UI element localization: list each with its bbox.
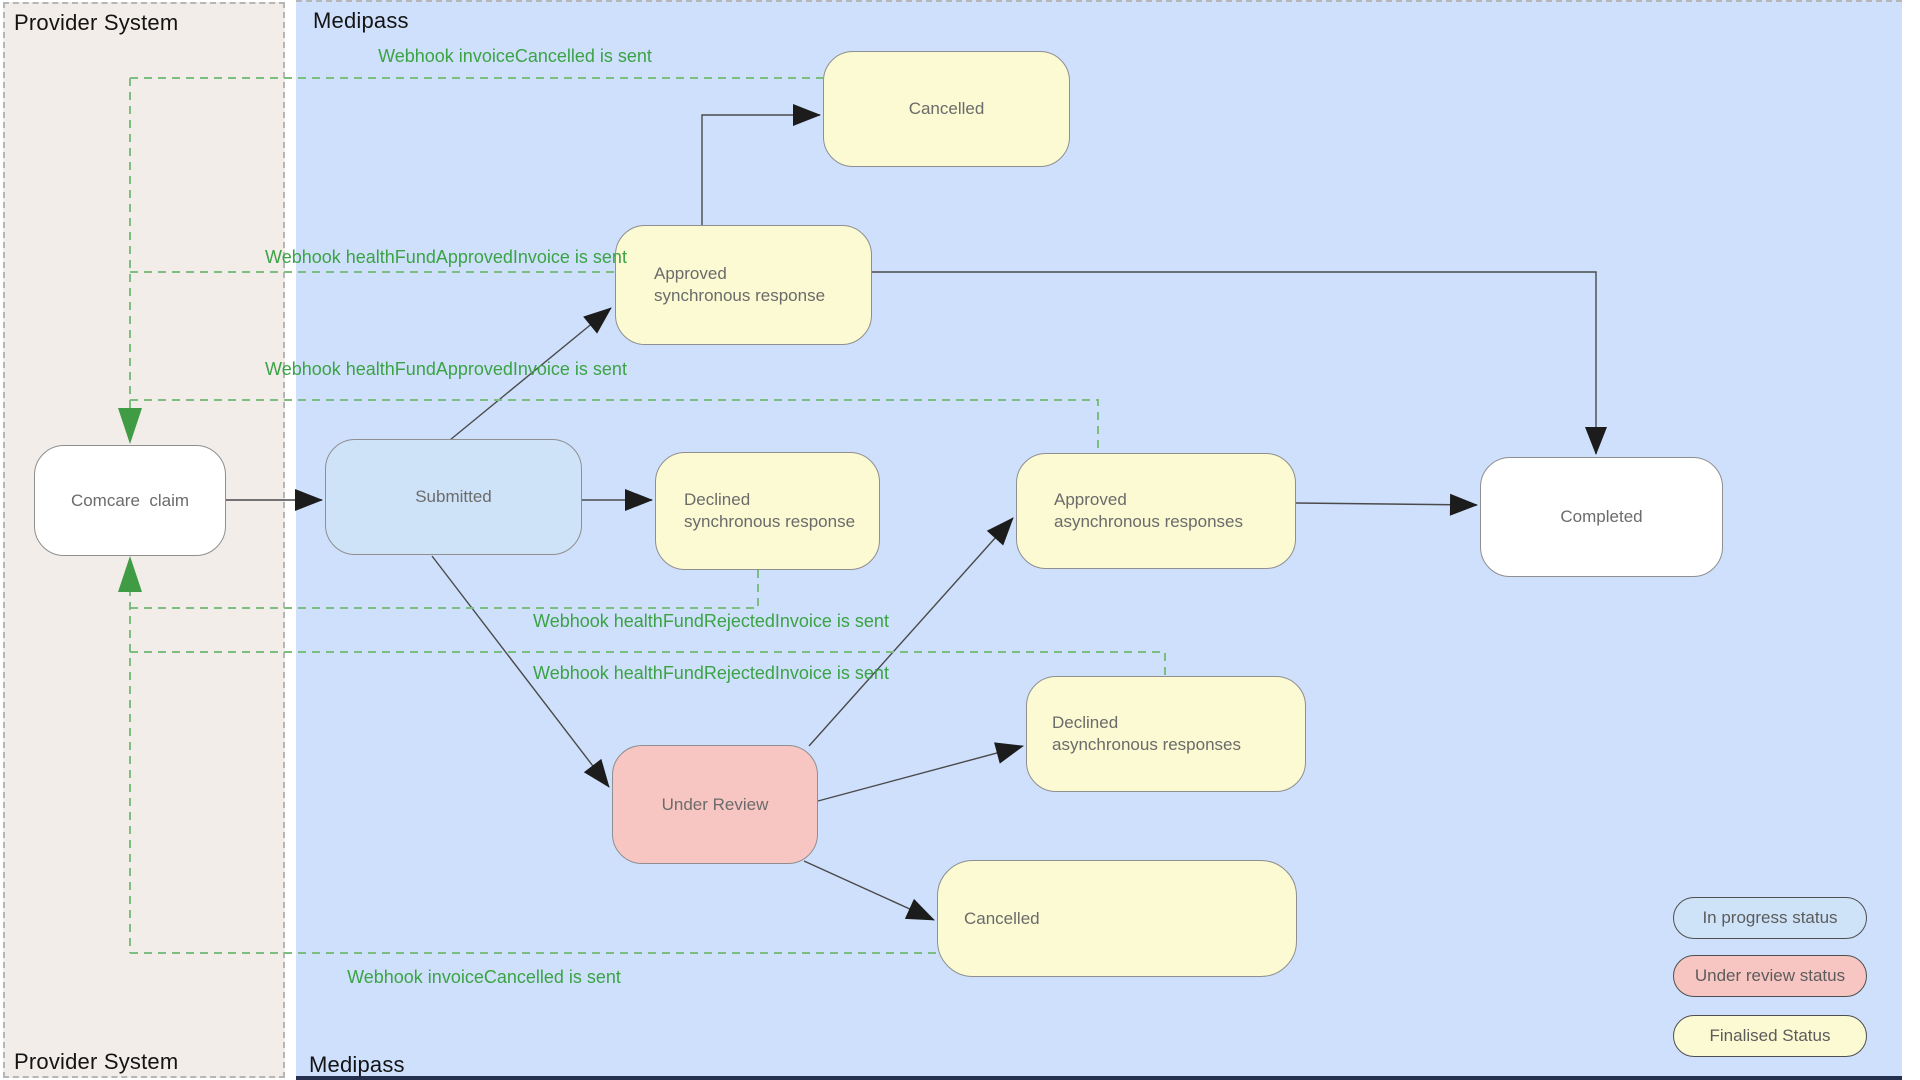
edge-approved-sync-to-cancelled: [701, 104, 821, 225]
node-completed[interactable]: Completed: [1480, 457, 1723, 577]
node-declined-asynchronous-responses[interactable]: Declined asynchronous responses: [1026, 676, 1306, 792]
node-label-line2: synchronous response: [654, 286, 826, 305]
node-comcare-claim[interactable]: Comcare claim: [34, 445, 226, 556]
medipass-lane-title-bottom: Medipass: [309, 1052, 405, 1077]
node-label-line1: Declined: [684, 490, 751, 509]
edge-approved-async-to-completed: [1295, 493, 1478, 516]
node-cancelled-top[interactable]: Cancelled: [823, 51, 1070, 167]
node-label-line1: Approved: [654, 264, 727, 283]
node-label: Cancelled: [964, 908, 1040, 928]
legend-under-review-status: Under review status: [1673, 955, 1867, 997]
node-label: Submitted: [415, 487, 492, 506]
legend-in-progress-status: In progress status: [1673, 897, 1867, 939]
webhook-line-rejected-1: [130, 570, 759, 609]
legend-label: Under review status: [1694, 966, 1846, 985]
edge-approved-sync-to-completed: [872, 271, 1607, 455]
webhook-label-health-fund-approved-1: Webhook healthFundApprovedInvoice is sen…: [265, 247, 627, 267]
legend-label: Finalised Status: [1709, 1026, 1831, 1045]
webhook-line-rejected-2: [130, 651, 1166, 675]
node-cancelled-bottom[interactable]: Cancelled: [937, 860, 1297, 977]
edge-submitted-to-approved-sync: [449, 307, 612, 441]
node-approved-asynchronous-responses[interactable]: Approved asynchronous responses: [1016, 453, 1296, 569]
node-label: Under Review: [661, 794, 769, 814]
provider-lane-title-bottom: Provider System: [14, 1049, 179, 1074]
webhook-arrow-into-comcare-top-icon: [118, 408, 142, 444]
webhook-label-health-fund-rejected-2: Webhook healthFundRejectedInvoice is sen…: [533, 663, 889, 683]
medipass-lane-bottom-bar: [296, 1076, 1902, 1080]
node-label: Cancelled: [908, 99, 985, 118]
edge-under-review-to-approved-async: [808, 517, 1014, 747]
node-label-line2: asynchronous responses: [1052, 735, 1242, 754]
node-label: Completed: [1560, 507, 1643, 526]
node-submitted[interactable]: Submitted: [325, 439, 582, 555]
node-label: Comcare claim: [70, 490, 190, 510]
webhook-arrow-into-comcare-bottom-icon: [118, 556, 142, 592]
webhook-label-health-fund-approved-2: Webhook healthFundApprovedInvoice is sen…: [265, 359, 627, 379]
legend-finalised-status: Finalised Status: [1673, 1015, 1867, 1057]
webhook-line-approved-2: [130, 399, 1099, 452]
edge-under-review-to-declined-async: [817, 742, 1024, 802]
provider-lane-title-top: Provider System: [14, 10, 179, 35]
node-declined-synchronous-response[interactable]: Declined synchronous response: [655, 452, 880, 570]
webhook-label-health-fund-rejected-1: Webhook healthFundRejectedInvoice is sen…: [533, 611, 889, 631]
legend-label: In progress status: [1702, 908, 1838, 927]
webhook-label-invoice-cancelled-top: Webhook invoiceCancelled is sent: [378, 46, 652, 66]
node-under-review[interactable]: Under Review: [612, 745, 818, 864]
edge-submitted-to-under-review: [431, 555, 610, 788]
node-label-line1: Approved: [1054, 490, 1127, 509]
medipass-lane-title-top: Medipass: [313, 8, 409, 33]
webhook-label-invoice-cancelled-bottom: Webhook invoiceCancelled is sent: [347, 967, 621, 987]
node-label-line2: synchronous response: [684, 512, 856, 531]
node-label-line2: asynchronous responses: [1054, 512, 1244, 531]
node-label-line1: Declined: [1052, 713, 1119, 732]
edge-under-review-to-cancelled-bottom: [803, 860, 935, 921]
node-approved-synchronous-response[interactable]: Approved synchronous response: [615, 225, 872, 345]
